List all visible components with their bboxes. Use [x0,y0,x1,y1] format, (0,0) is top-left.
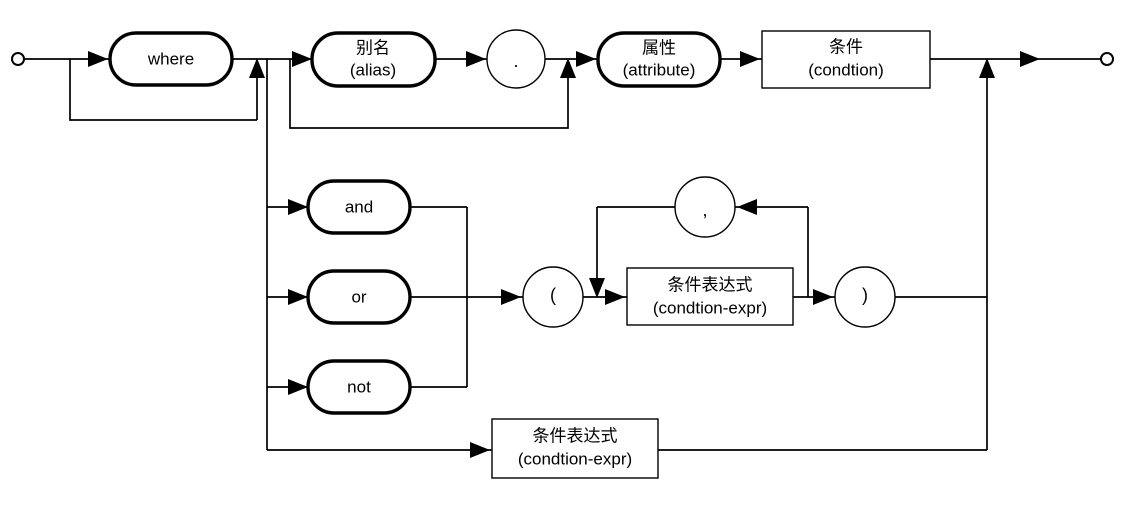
node-and-label: and [345,197,373,216]
node-where-label: where [147,49,194,68]
node-condtion-expr-bottom-label-en: (condtion-expr) [518,449,632,468]
node-condtion-expr-inner[interactable] [626,267,794,326]
arrow-right-return-icon [979,58,995,78]
node-or-label: or [351,287,366,306]
arrow-into-attribute-icon [576,51,596,67]
arrow-into-dot-icon [466,51,486,67]
node-alias-label-cn: 别名 [356,38,390,57]
arrow-into-condtion-icon [740,51,760,67]
arrow-where-bypass-icon [249,58,265,78]
node-condtion-label-en: (condtion) [808,60,884,79]
node-condtion-expr-inner-label-en: (condtion-expr) [653,298,767,317]
node-rparen-label: ) [862,285,868,305]
start-terminal-icon [11,52,25,66]
arrow-comma-loop-down-icon [589,278,605,298]
node-attribute-label-en: (attribute) [623,60,696,79]
rail-alias-dot-bypass [289,59,569,129]
node-attribute-label-cn: 属性 [642,38,676,57]
arrow-into-alias-icon [292,51,312,67]
node-comma-label: , [702,200,707,220]
arrow-into-expr-icon [605,289,625,305]
node-condtion-expr-bottom-label-cn: 条件表达式 [533,426,618,445]
end-terminal-icon [1100,52,1114,66]
arrow-alias-bypass-icon [560,58,576,78]
node-alias-label-en: (alias) [350,60,396,79]
arrow-into-or-icon [288,289,308,305]
arrow-into-lparen-icon [501,289,521,305]
arrow-into-comma-icon [737,199,757,215]
rail-where-bypass [69,59,257,121]
arrow-into-and-icon [288,199,308,215]
node-dot-label: . [513,51,518,71]
arrow-into-where-icon [88,51,108,67]
arrow-into-not-icon [288,379,308,395]
node-condtion-expr-bottom[interactable] [491,418,659,479]
arrow-to-end-icon [1020,51,1040,67]
node-lparen-label: ( [550,285,556,305]
arrow-into-bottom-expr-icon [470,442,490,458]
arrow-into-rparen-icon [813,289,833,305]
node-not-label: not [347,377,371,396]
node-condtion-label-cn: 条件 [829,37,863,56]
node-condtion-expr-inner-label-cn: 条件表达式 [668,275,753,294]
